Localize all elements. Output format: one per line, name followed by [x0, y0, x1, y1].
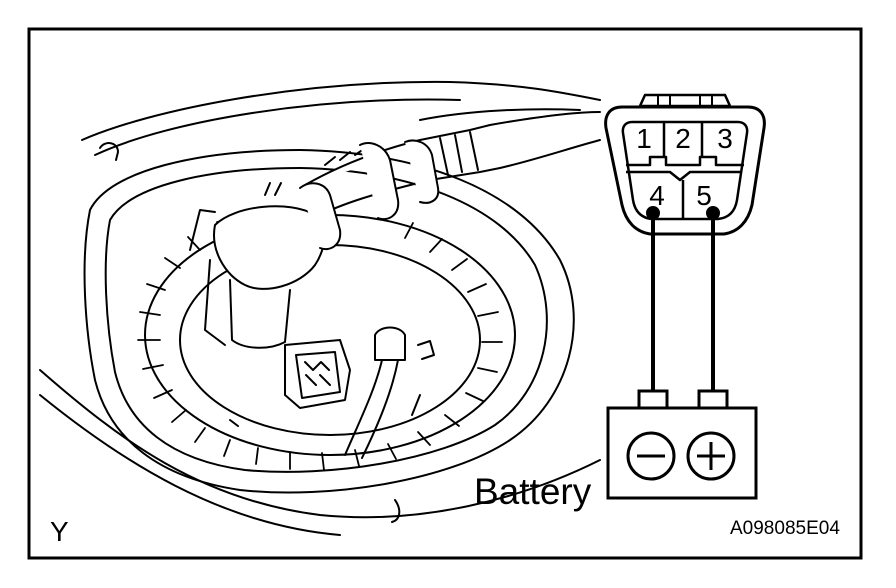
pin-label-4: 4 — [649, 180, 665, 211]
figure-id: A098085E04 — [730, 518, 840, 539]
battery — [606, 389, 758, 500]
test-leads — [646, 206, 720, 392]
fuel-pump-connector — [604, 93, 766, 236]
pin-label-2: 2 — [675, 123, 691, 154]
pin-label-5: 5 — [696, 180, 712, 211]
battery-positive-post — [697, 389, 729, 411]
battery-label: Battery — [474, 471, 592, 512]
fuel-tank-illustration — [39, 80, 601, 536]
figure-frame — [27, 27, 863, 560]
view-label: Y — [50, 516, 69, 547]
pin-label-3: 3 — [717, 123, 733, 154]
battery-negative-post — [637, 389, 669, 411]
pin-label-1: 1 — [636, 123, 652, 154]
